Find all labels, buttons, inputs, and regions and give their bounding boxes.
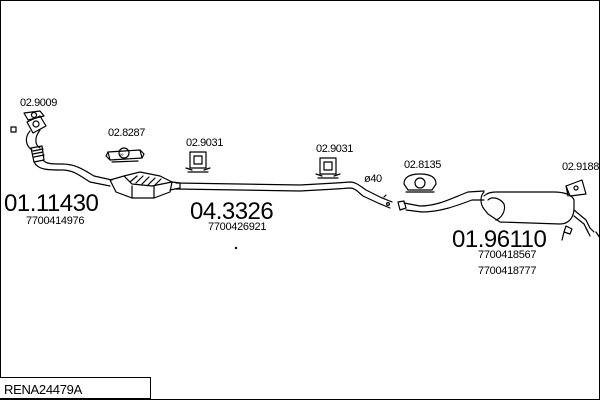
hanger-1-drawing [185, 151, 211, 173]
intermediate-pipe-drawing [175, 181, 407, 211]
clamp-2-drawing [403, 173, 437, 193]
part-3-ref-2: 7700418777 [478, 265, 537, 277]
accessory-code-clamp-1: 02.8287 [108, 127, 145, 139]
svg-text:∞: ∞ [120, 152, 124, 158]
diagram-title: RENA24479A [4, 382, 82, 397]
clamp-1-drawing: ∞ [105, 147, 145, 163]
rear-silencer-drawing [403, 190, 600, 241]
accessory-code-clamp-2: 02.8135 [404, 159, 441, 171]
part-number-2: 04.3326 [190, 198, 274, 225]
accessory-code-hanger-2: 02.9031 [316, 143, 353, 155]
hanger-3-drawing [565, 179, 587, 197]
part-1-ref-1: 7700414976 [26, 215, 85, 227]
catalyst-drawing [109, 171, 181, 199]
part-number-3: 01.96110 [452, 226, 547, 253]
pipe-diameter-label: ø40 [364, 173, 382, 185]
accessory-code-hanger-3: 02.9188 [562, 161, 599, 173]
accessory-code-gasket: 02.9009 [20, 97, 57, 109]
accessory-code-hanger-1: 02.9031 [186, 137, 223, 149]
part-2-ref-1: 7700426921 [208, 221, 267, 233]
title-box: RENA24479A [0, 377, 151, 399]
hanger-2-drawing [315, 157, 341, 179]
gasket-drawing [23, 110, 45, 121]
part-number-1: 01.11430 [4, 190, 99, 217]
part-3-ref-1: 7700418567 [478, 249, 537, 261]
front-pipe-drawing [10, 115, 113, 187]
